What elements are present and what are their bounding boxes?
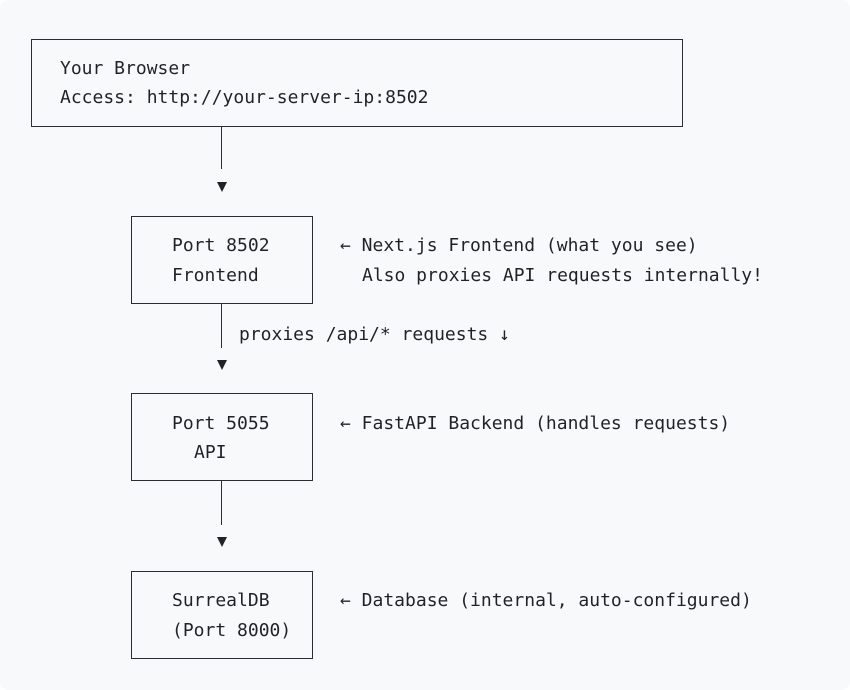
database-port-label: (Port 8000) [172, 620, 292, 641]
connector-browser-frontend [221, 127, 222, 169]
api-box [131, 393, 313, 481]
api-name-label: API [194, 442, 227, 463]
frontend-box [131, 216, 313, 304]
browser-access-url: Access: http://your-server-ip:8502 [60, 87, 429, 108]
arrow-down-icon [217, 360, 227, 370]
connector-frontend-api [221, 304, 222, 348]
browser-box [31, 39, 683, 127]
database-note: ← Database (internal, auto-configured) [340, 590, 752, 611]
frontend-name-label: Frontend [172, 265, 259, 286]
arrow-down-icon [217, 182, 227, 192]
frontend-port-label: Port 8502 [172, 235, 270, 256]
connector-api-database [221, 481, 222, 525]
api-port-label: Port 5055 [172, 413, 270, 434]
database-name-label: SurrealDB [172, 590, 270, 611]
arrow-down-icon [217, 537, 227, 547]
frontend-note-proxy: Also proxies API requests internally! [362, 265, 763, 286]
proxy-requests-label: proxies /api/* requests ↓ [239, 324, 510, 345]
api-note: ← FastAPI Backend (handles requests) [340, 413, 731, 434]
database-box [131, 571, 313, 659]
frontend-note: ← Next.js Frontend (what you see) [340, 235, 698, 256]
browser-title: Your Browser [60, 58, 191, 79]
